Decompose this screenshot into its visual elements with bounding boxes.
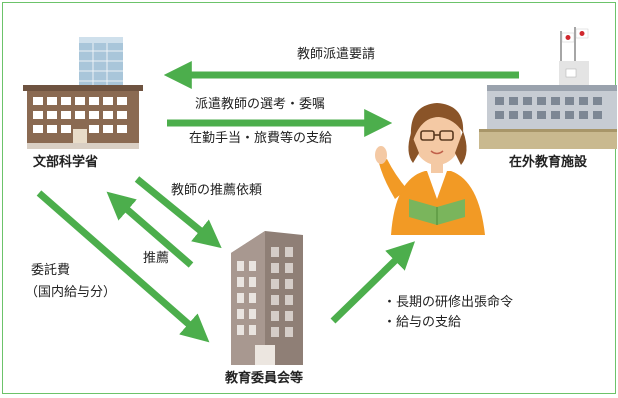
label-dispatch-request: 教師派遣要請 [297,47,376,62]
label-allowance-payment: 在勤手当・旅費等の支給 [189,131,333,146]
school-building-icon [479,27,617,149]
arrows [36,61,519,343]
teacher-figure-icon [375,103,485,235]
node-ministry: 文部科学省 [33,155,99,170]
label-recommendation-request: 教師の推薦依頼 [171,183,263,198]
label-order-line1: ・長期の研修出張命令 [383,295,514,310]
office-building-icon [231,231,303,365]
arrow-recommendation [106,191,194,268]
label-commission-fee-line2: （国内給与分） [25,285,117,300]
arrow-commission-fee [36,190,210,343]
label-recommendation: 推薦 [143,251,170,266]
arrow-orders [330,241,416,324]
label-order-line2: ・給与の支給 [383,315,462,330]
diagram-graphics [23,27,617,365]
node-overseas-facility: 在外教育施設 [509,155,588,170]
label-commission-fee-line1: 委託費 [31,263,71,278]
label-selection-commission: 派遣教師の選考・委嘱 [195,97,326,112]
node-board-of-education: 教育委員会等 [225,371,304,386]
arrow-recommendation-request [134,176,222,249]
ministry-building-icon [23,37,143,149]
